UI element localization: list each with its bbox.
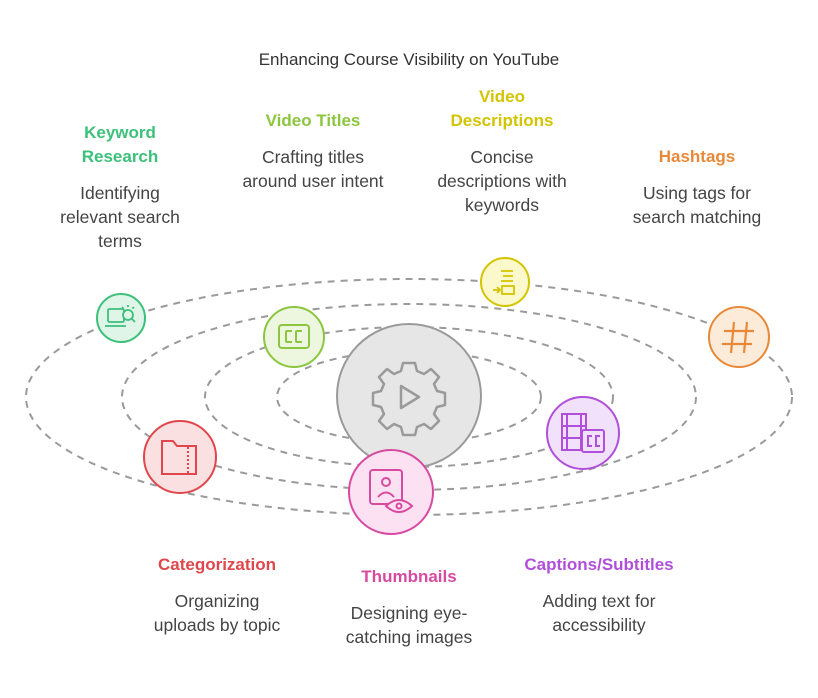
video-descriptions-label: Video Descriptions bbox=[450, 87, 554, 130]
captions-subtitles-desc: Adding text for accessibility bbox=[542, 591, 656, 635]
item-captions-subtitles: Captions/Subtitles Adding text for acces… bbox=[496, 553, 702, 637]
folder-icon bbox=[161, 440, 197, 475]
item-hashtags: Hashtags Using tags for search matching bbox=[607, 145, 787, 229]
node-captions-subtitles bbox=[546, 396, 620, 470]
hashtags-desc: Using tags for search matching bbox=[632, 183, 762, 227]
hashtag-icon bbox=[722, 321, 754, 354]
thumbnails-desc: Designing eye- catching images bbox=[345, 603, 473, 647]
thumbnails-label: Thumbnails bbox=[361, 567, 457, 586]
video-descriptions-desc: Concise descriptions with keywords bbox=[437, 147, 567, 215]
node-thumbnails bbox=[348, 449, 434, 535]
node-video-descriptions bbox=[480, 257, 530, 307]
film-captions-icon bbox=[561, 413, 605, 453]
video-titles-desc: Crafting titles around user intent bbox=[242, 147, 384, 191]
center-hub bbox=[336, 323, 482, 469]
node-video-titles bbox=[263, 306, 325, 368]
gear-play-icon bbox=[371, 361, 447, 437]
node-hashtags bbox=[708, 306, 770, 368]
item-keyword-research: Keyword Research Identifying relevant se… bbox=[30, 121, 210, 253]
hashtags-label: Hashtags bbox=[658, 147, 736, 166]
keyword-research-desc: Identifying relevant search terms bbox=[60, 183, 180, 251]
diagram-title: Enhancing Course Visibility on YouTube bbox=[258, 50, 560, 69]
item-video-titles: Video Titles Crafting titles around user… bbox=[213, 109, 413, 193]
image-eye-icon bbox=[369, 469, 414, 513]
categorization-label: Categorization bbox=[157, 555, 277, 574]
item-categorization: Categorization Organizing uploads by top… bbox=[117, 553, 317, 637]
categorization-desc: Organizing uploads by topic bbox=[153, 591, 281, 635]
item-video-descriptions: Video Descriptions Concise descriptions … bbox=[412, 85, 592, 217]
captions-subtitles-label: Captions/Subtitles bbox=[524, 555, 674, 574]
node-keyword-research bbox=[96, 293, 146, 343]
search-computer-icon bbox=[105, 305, 136, 327]
item-thumbnails: Thumbnails Designing eye- catching image… bbox=[309, 565, 509, 649]
video-titles-label: Video Titles bbox=[265, 111, 361, 130]
text-lines-icon bbox=[493, 270, 515, 295]
node-categorization bbox=[143, 420, 217, 494]
closed-captions-icon bbox=[278, 324, 310, 349]
keyword-research-label: Keyword Research bbox=[81, 123, 159, 166]
orbit-ring-second bbox=[204, 326, 614, 468]
